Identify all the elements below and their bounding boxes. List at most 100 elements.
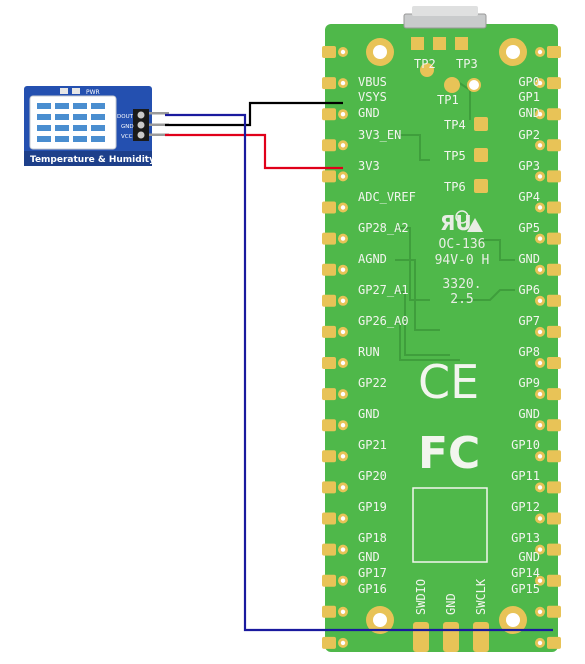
pico-right-label-gp13: GP13 <box>511 531 540 545</box>
pico-right-pad <box>547 139 561 152</box>
pico-right-label-gp5: GP5 <box>518 221 540 235</box>
pico-right-hole-center <box>537 112 543 117</box>
pico-left-hole-center <box>340 112 346 117</box>
pico-right-pin-labels: GP0GP1GNDGP2GP3GP4GP5GNDGP6GP7GP8GP9GNDG… <box>511 75 540 596</box>
pico-right-label-gp6: GP6 <box>518 283 540 297</box>
pico-left-hole-center <box>340 609 346 614</box>
pico-right-label-gp9: GP9 <box>518 376 540 390</box>
tp6-label: TP6 <box>444 180 466 194</box>
pico-right-label-gp8: GP8 <box>518 345 540 359</box>
pico-left-hole-center <box>340 298 346 303</box>
pico-left-label-gp17: GP17 <box>358 566 387 580</box>
pico-left-label-gnd: GND <box>358 106 380 120</box>
wire-vcc-3v3 <box>165 133 343 170</box>
pico-left-pad <box>322 232 336 245</box>
pin-label-gnd: GND <box>121 124 134 130</box>
pico-left-hole-center <box>340 329 346 335</box>
pico-left-label-adc_vref: ADC_VREF <box>358 190 416 204</box>
pin-lead-vcc <box>149 133 169 136</box>
pico-right-pad <box>547 108 561 121</box>
pico-right-hole-center <box>537 578 543 583</box>
pico-right-label-gp12: GP12 <box>511 500 540 514</box>
pico-right-label-gp3: GP3 <box>518 159 540 173</box>
sensor-header: DOUT GND VCC <box>117 109 149 141</box>
pico-right-hole-center <box>537 485 543 490</box>
pico-left-hole-center <box>340 236 346 241</box>
usb-connector <box>403 13 487 29</box>
pico-right-pad <box>547 325 561 338</box>
swclk-label: SWCLK <box>474 578 488 615</box>
pico-left-pad <box>322 419 336 432</box>
pico-left-pad <box>322 108 336 121</box>
pico-right-pad <box>547 294 561 307</box>
tp5-label: TP5 <box>444 149 466 163</box>
pwr-label: PWR <box>86 89 100 96</box>
pico-left-pad <box>322 77 336 90</box>
pico-right-label-gp0: GP0 <box>518 75 540 89</box>
pico-right-label-gp1: GP1 <box>518 90 540 104</box>
pico-left-pad <box>322 481 336 494</box>
pico-right-hole-center <box>537 609 543 614</box>
top-debug-pads <box>411 37 468 50</box>
pico-right-hole-center <box>537 454 543 459</box>
pico-left-label-gnd: GND <box>358 550 380 564</box>
sensor-caption: Temperature & Humidity <box>30 155 155 165</box>
pico-left-hole-center <box>340 640 346 646</box>
pico-right-hole-center <box>537 329 543 335</box>
pico-left-pin-labels: VBUSVSYSGND3V3_EN3V3ADC_VREFGP28_A2AGNDG… <box>358 75 416 596</box>
pico-left-label-vsys: VSYS <box>358 90 387 104</box>
pico-right-pad <box>547 201 561 214</box>
dht11-sensor-module: Temperature & Humidity PWR DOUT GND VCC <box>24 86 169 166</box>
pico-left-label-gp20: GP20 <box>358 469 387 483</box>
sensor-grille <box>37 103 105 142</box>
pico-left-hole-center <box>340 205 346 210</box>
pico-left-pad <box>322 263 336 276</box>
pico-right-pad <box>547 481 561 494</box>
sensor-caption-bar <box>24 151 152 166</box>
pico-left-label-gp27_a1: GP27_A1 <box>358 283 409 297</box>
swd-gnd-label: GND <box>444 593 458 615</box>
pico-left-hole-center <box>340 360 346 366</box>
wire-dout-gp15 <box>165 113 553 632</box>
pico-right-label-gnd: GND <box>518 407 540 421</box>
pico-left-label-gp16: GP16 <box>358 582 387 596</box>
pico-right-pad <box>547 543 561 556</box>
pico-left-pad <box>322 294 336 307</box>
pico-right-hole-center <box>537 391 543 397</box>
pico-right-hole-center <box>537 360 543 366</box>
test-points: TP2 TP3 TP1 TP4 TP5 TP6 <box>414 57 488 194</box>
pico-left-label-gnd: GND <box>358 407 380 421</box>
pico-left-hole-center <box>340 578 346 583</box>
pico-left-pad <box>322 543 336 556</box>
pico-right-pad <box>547 232 561 245</box>
pico-left-label-vbus: VBUS <box>358 75 387 89</box>
pin-lead-dout <box>149 112 169 115</box>
pico-left-hole-center <box>340 174 346 179</box>
pico-right-label-gp2: GP2 <box>518 128 540 142</box>
pcb-traces <box>395 79 515 361</box>
pico-right-label-gp15: GP15 <box>511 582 540 596</box>
pico-left-pad <box>322 450 336 463</box>
pico-left-pad <box>322 325 336 338</box>
pico-left-pad <box>322 636 336 649</box>
fcc-logo: FC <box>418 428 480 479</box>
pico-right-pad <box>547 357 561 369</box>
pico-left-hole-center <box>340 423 346 428</box>
pico-right-label-gp7: GP7 <box>518 314 540 328</box>
pico-right-pad <box>547 574 561 587</box>
pin-lead-gnd <box>149 123 169 126</box>
pico-right-pad <box>547 388 561 401</box>
pico-left-label-gp19: GP19 <box>358 500 387 514</box>
pico-left-label-3v3_en: 3V3_EN <box>358 128 401 142</box>
pico-left-pad <box>322 388 336 401</box>
pico-left-label-gp21: GP21 <box>358 438 387 452</box>
pico-right-pad <box>547 263 561 276</box>
pico-left-hole-center <box>340 267 346 272</box>
pico-pcb <box>325 24 558 652</box>
wire-gnd <box>165 101 343 127</box>
pico-right-label-gp4: GP4 <box>518 190 540 204</box>
tp1-label: TP1 <box>437 93 459 107</box>
pico-right-label-gp10: GP10 <box>511 438 540 452</box>
pico-left-label-agnd: AGND <box>358 252 387 266</box>
